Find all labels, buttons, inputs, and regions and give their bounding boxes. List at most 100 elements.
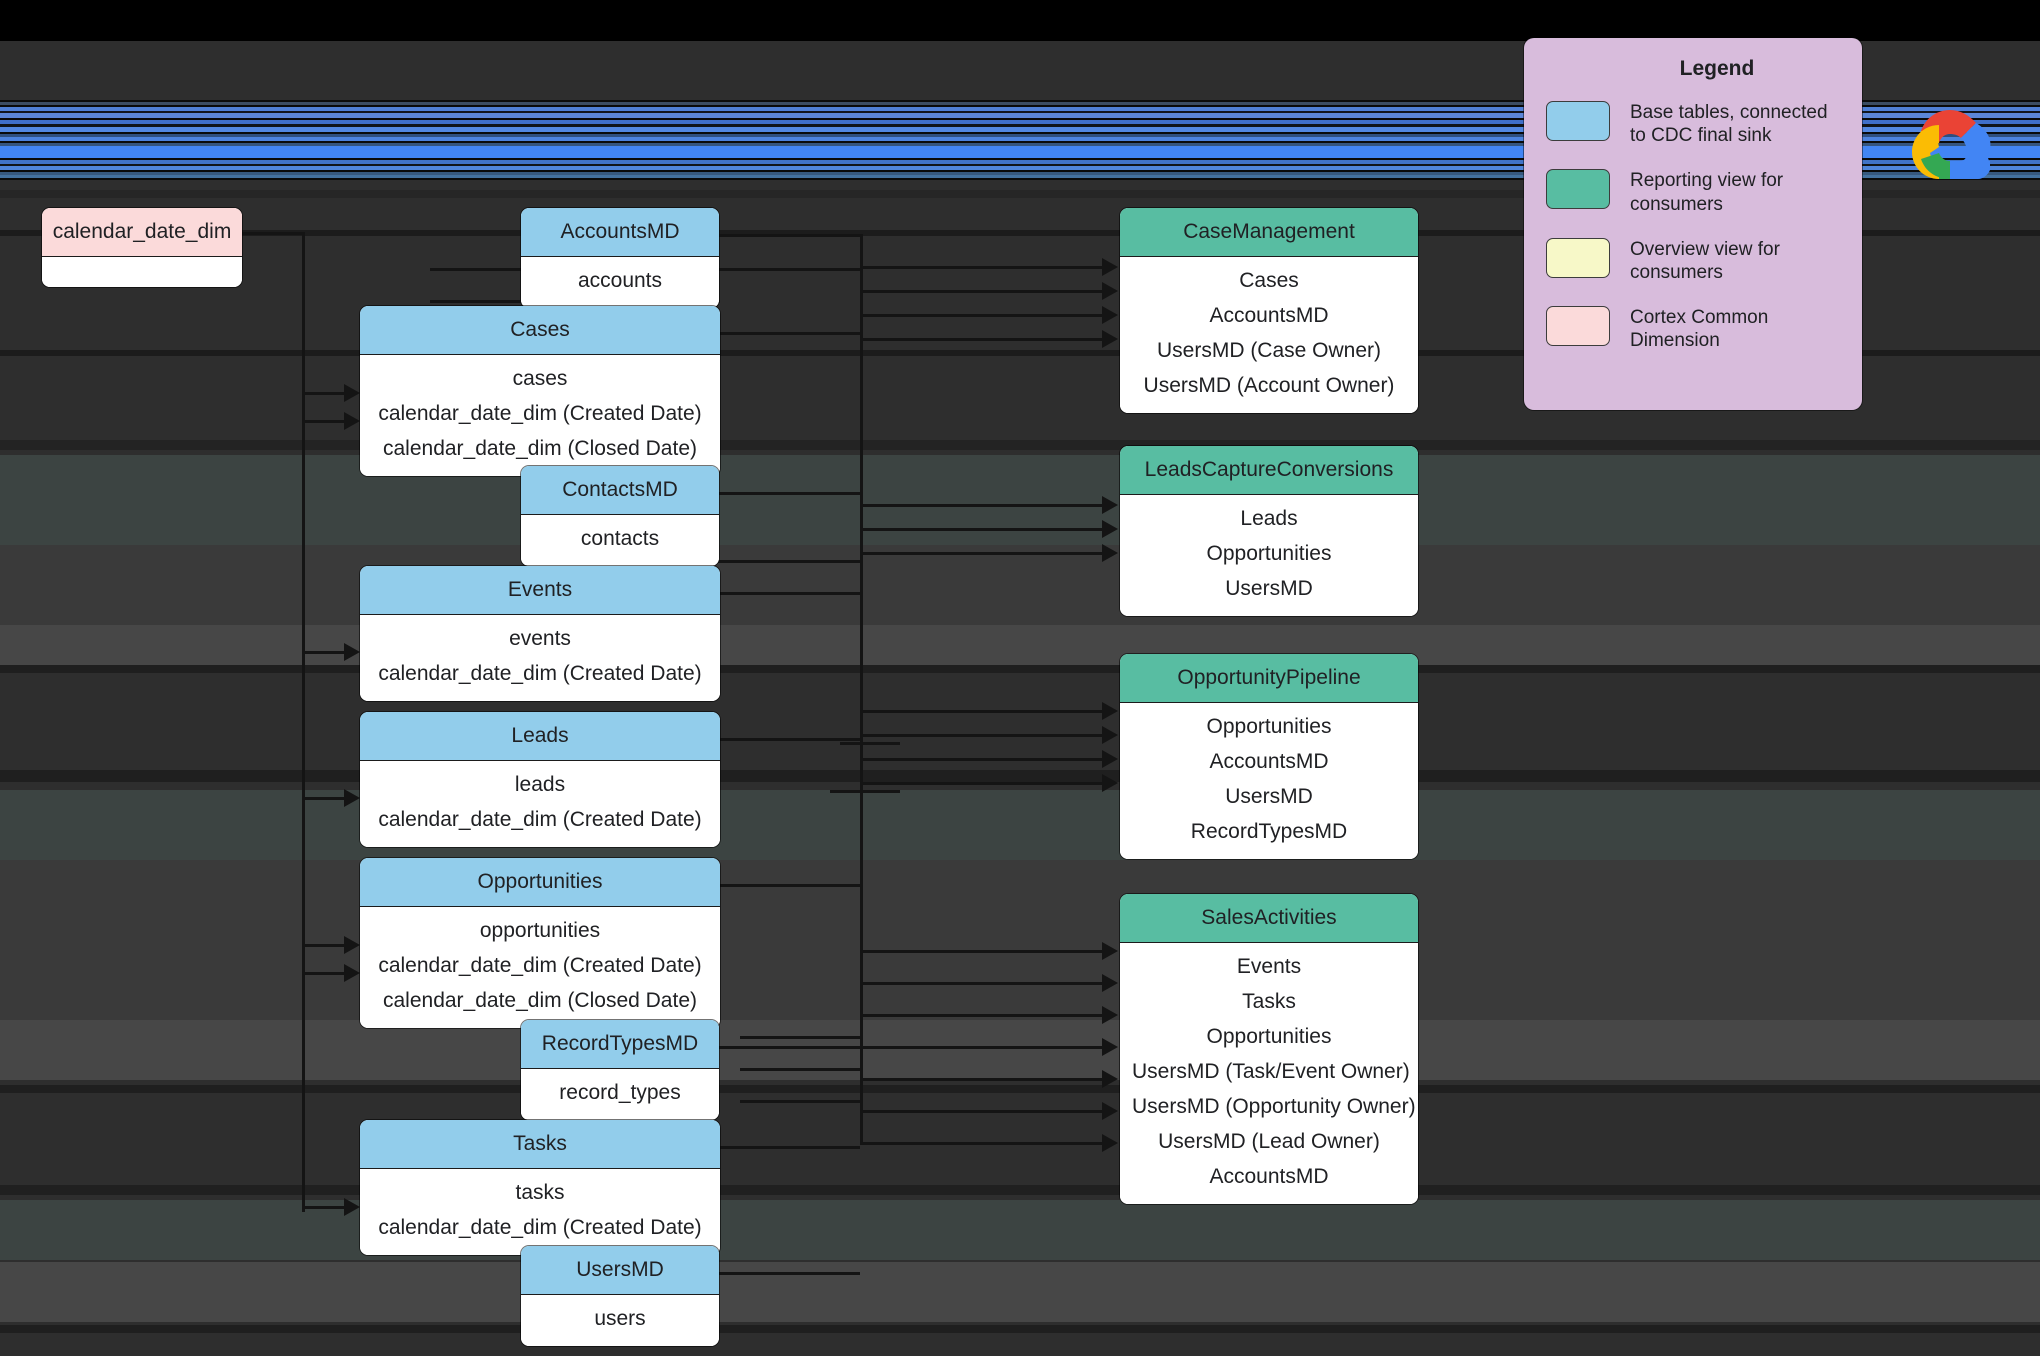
connector-line (860, 266, 1104, 269)
scanline-stripe (0, 137, 2040, 141)
entity-title: calendar_date_dim (42, 208, 242, 257)
entity-row: cases (512, 367, 568, 390)
scanline-stripe (0, 105, 2040, 107)
entity-title: UsersMD (521, 1246, 719, 1295)
scanline-stripe (0, 143, 2040, 146)
scanline-stripe (0, 170, 2040, 172)
connector-arrowhead (1102, 282, 1118, 300)
smear-band (0, 860, 2040, 1020)
entity-row: Opportunities (1206, 542, 1332, 565)
legend-panel: Legend Base tables, connected to CDC fin… (1524, 38, 1862, 410)
scanline-stripe (0, 107, 2040, 111)
smear-band (0, 350, 2040, 356)
connector-line (302, 797, 346, 800)
connector-line (860, 982, 1104, 985)
connector-line (860, 758, 1104, 761)
entity-title: SalesActivities (1120, 894, 1418, 943)
connector-line (860, 1014, 1104, 1017)
entity-title: OpportunityPipeline (1120, 654, 1418, 703)
connector-arrowhead (1102, 306, 1118, 324)
entity-node-calendar_date_dim[interactable]: calendar_date_dim (42, 208, 242, 287)
connector-line (719, 1272, 860, 1275)
connector-arrowhead (1102, 702, 1118, 720)
scanline-stripe (0, 124, 2040, 127)
smear-band (0, 1085, 2040, 1093)
legend-item-label: Cortex Common Dimension (1630, 307, 1769, 352)
connector-arrowhead (1102, 496, 1118, 514)
connector-line (302, 972, 346, 975)
entity-title: Tasks (360, 1120, 720, 1169)
top-black-bar (0, 0, 2040, 41)
connector-line (860, 950, 1104, 953)
entity-row: events (509, 627, 571, 650)
connector-line (860, 552, 1104, 555)
entity-title: LeadsCaptureConversions (1120, 446, 1418, 495)
connector-arrowhead (1102, 974, 1118, 992)
connector-arrowhead (1102, 1038, 1118, 1056)
connector-line (860, 290, 1104, 293)
scanline-stripe (0, 100, 2040, 102)
connector-arrowhead (1102, 330, 1118, 348)
connector-line (860, 528, 1104, 531)
connector-arrowhead (344, 643, 360, 661)
entity-row: Cases (1239, 269, 1299, 292)
connector-arrowhead (1102, 1102, 1118, 1120)
entity-row: opportunities (479, 919, 601, 942)
entity-rows: accounts (521, 257, 719, 308)
legend-item: Reporting view for consumers (1546, 169, 1840, 215)
connector-arrowhead (1102, 774, 1118, 792)
connector-line (302, 232, 305, 1212)
connector-line (860, 1078, 1104, 1081)
scanline-stripe (0, 120, 2040, 124)
scanline-stripe (0, 158, 2040, 160)
connector-arrowhead (1102, 520, 1118, 538)
connector-line (860, 710, 1104, 713)
connector-line (302, 420, 346, 423)
entity-row: record_types (559, 1081, 681, 1104)
connector-line (719, 234, 860, 237)
legend-item-label: Base tables, connected to CDC final sink (1630, 102, 1828, 147)
connector-line (840, 742, 900, 745)
entity-row: Events (1236, 955, 1302, 978)
connector-line (860, 1142, 1104, 1145)
legend-swatch (1546, 306, 1610, 347)
entity-rows: users (521, 1295, 719, 1346)
entity-row: accounts (577, 269, 663, 292)
legend-item-label: Reporting view for consumers (1630, 170, 1784, 215)
entity-row: UsersMD (Account Owner) (1143, 374, 1395, 397)
connector-arrowhead (1102, 1070, 1118, 1088)
entity-title: ContactsMD (521, 466, 719, 515)
connector-arrowhead (344, 964, 360, 982)
entity-row: RecordTypesMD (1190, 820, 1348, 843)
connector-line (860, 234, 863, 1144)
connector-arrowhead (1102, 258, 1118, 276)
connector-arrowhead (344, 1198, 360, 1216)
entity-row: Opportunities (1206, 715, 1332, 738)
connector-line (719, 884, 860, 887)
connector-arrowhead (344, 789, 360, 807)
connector-arrowhead (344, 936, 360, 954)
scanline-stripe (0, 164, 2040, 166)
legend-item: Cortex Common Dimension (1546, 306, 1840, 352)
entity-row: calendar_date_dim (Created Date) (378, 402, 702, 425)
connector-arrowhead (1102, 726, 1118, 744)
entity-row: calendar_date_dim (Created Date) (378, 808, 702, 831)
entity-rows: record_types (521, 1069, 719, 1120)
entity-row: calendar_date_dim (Closed Date) (382, 989, 697, 1012)
